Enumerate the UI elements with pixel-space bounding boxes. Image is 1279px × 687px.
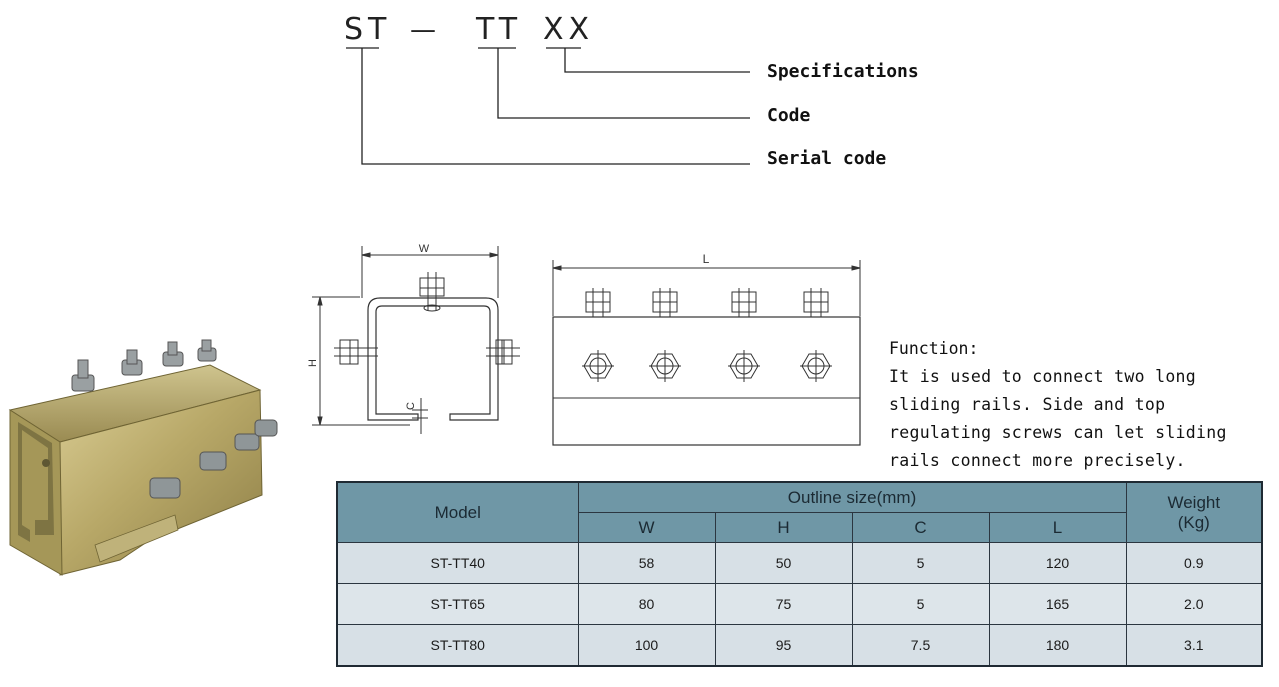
function-text: It is used to connect two long sliding r… (889, 367, 1227, 470)
label-serial-code: Serial code (767, 148, 887, 169)
header-l: L (988, 512, 1127, 543)
label-code: Code (767, 105, 811, 126)
cell-c: 5 (851, 542, 990, 584)
header-h: H (714, 512, 853, 543)
table-row: ST-TT65 80 75 5 165 2.0 (336, 583, 1263, 625)
cell-w: 80 (577, 583, 716, 625)
code-part-st: ST (344, 12, 392, 47)
dim-h-label: H (307, 359, 319, 367)
cell-weight: 3.1 (1125, 624, 1263, 667)
cell-l: 165 (988, 583, 1127, 625)
dim-w-label: W (419, 243, 430, 255)
header-outline-size: Outline size(mm) (577, 481, 1127, 513)
header-w: W (577, 512, 716, 543)
table-row: ST-TT80 100 95 7.5 180 3.1 (336, 624, 1263, 667)
cell-w: 100 (577, 624, 716, 667)
designation-leader-lines (346, 47, 750, 165)
cell-c: 5 (851, 583, 990, 625)
dim-c-label: C (405, 402, 417, 410)
header-weight-line1: Weight (1167, 492, 1221, 512)
product-photo (8, 339, 278, 576)
dim-l-label: L (703, 252, 710, 266)
cell-l: 120 (988, 542, 1127, 584)
function-description: Function: It is used to connect two long… (889, 335, 1277, 475)
label-specifications: Specifications (767, 61, 919, 82)
header-model: Model (336, 481, 579, 543)
cell-l: 180 (988, 624, 1127, 667)
cell-model: ST-TT40 (336, 542, 579, 584)
cell-w: 58 (577, 542, 716, 584)
cross-section-drawing: W H C (307, 243, 520, 434)
cell-c: 7.5 (851, 624, 990, 667)
code-part-tt: TT (476, 12, 523, 47)
header-weight: Weight (Kg) (1125, 481, 1263, 543)
cell-h: 95 (714, 624, 853, 667)
cell-model: ST-TT65 (336, 583, 579, 625)
code-part-dash: — (410, 15, 441, 45)
function-title: Function: (889, 339, 979, 358)
spec-table: Model Outline size(mm) Weight (Kg) W H C… (336, 481, 1264, 667)
cell-model: ST-TT80 (336, 624, 579, 667)
cell-h: 75 (714, 583, 853, 625)
code-part-xx: XX (543, 12, 595, 47)
table-row: ST-TT40 58 50 5 120 0.9 (336, 542, 1263, 584)
side-view-drawing: L (552, 252, 861, 446)
cell-weight: 2.0 (1125, 583, 1263, 625)
header-weight-line2: (Kg) (1177, 512, 1210, 532)
cell-h: 50 (714, 542, 853, 584)
cell-weight: 0.9 (1125, 542, 1263, 584)
header-c: C (851, 512, 990, 543)
